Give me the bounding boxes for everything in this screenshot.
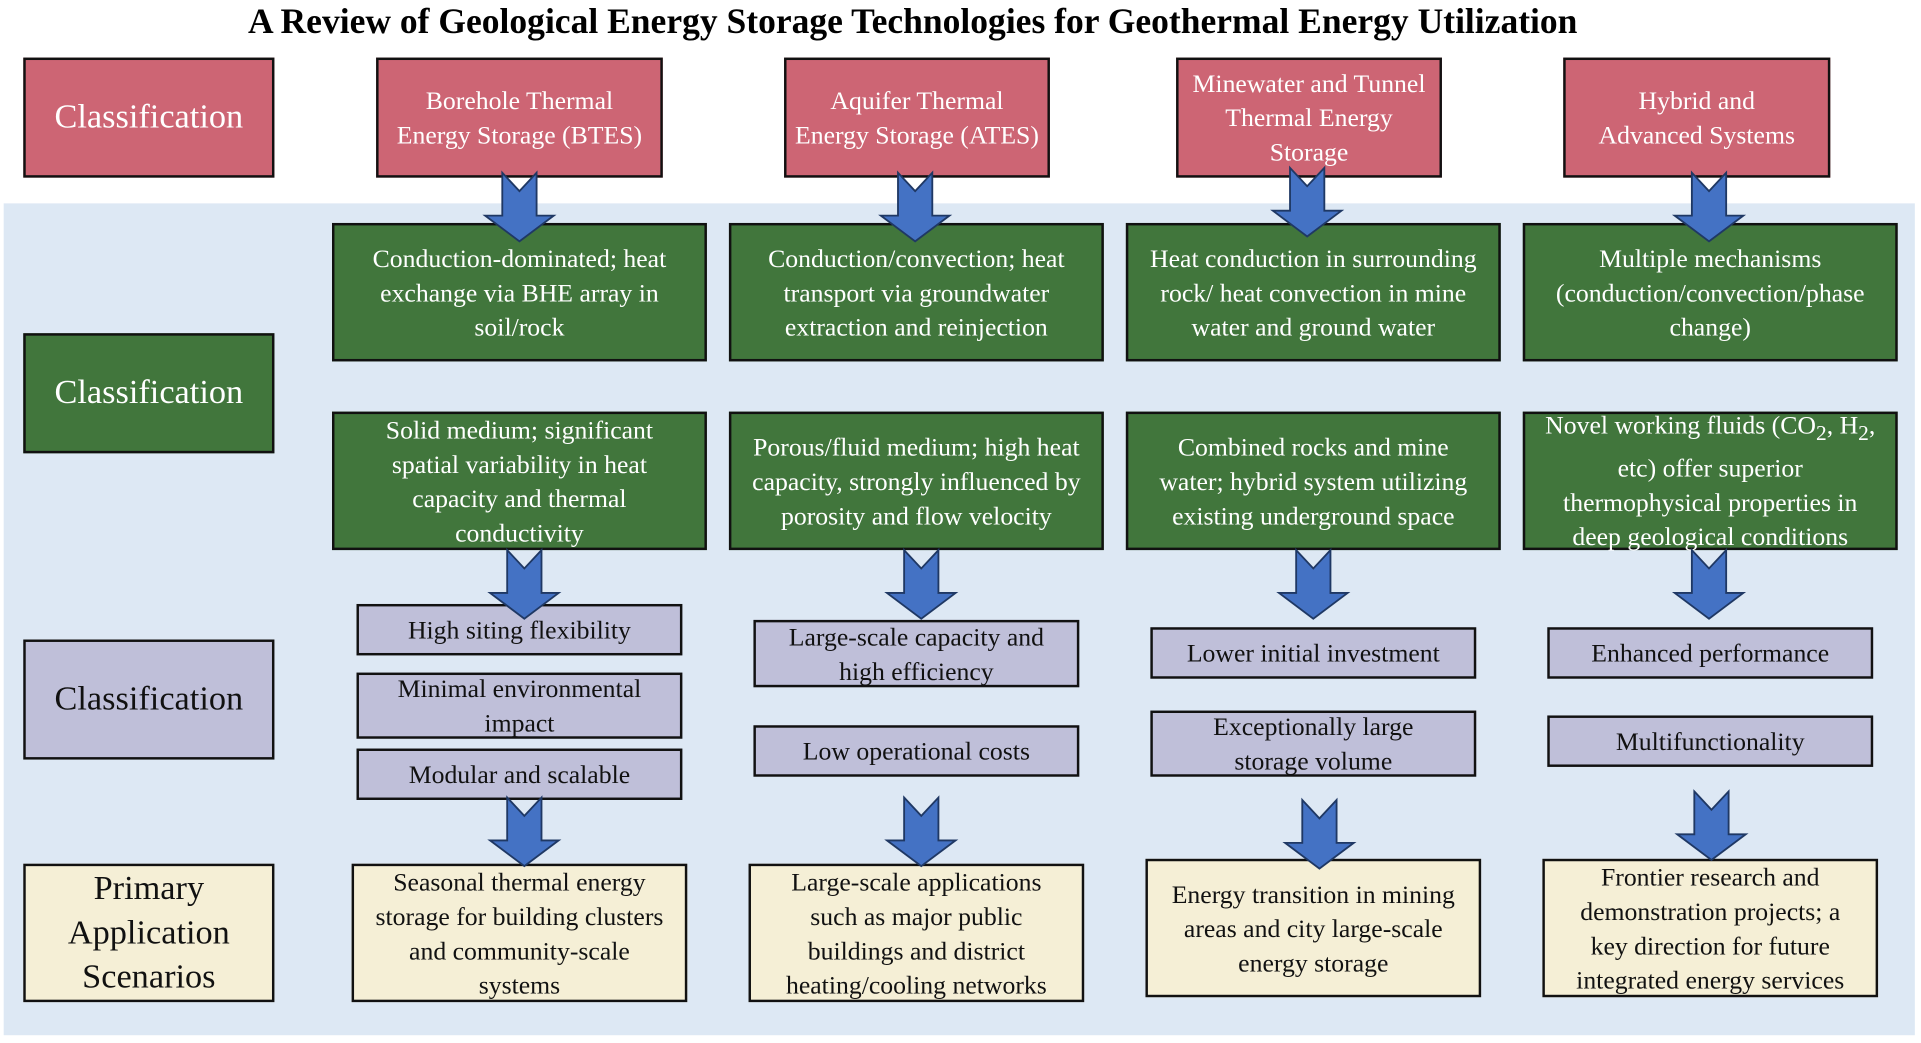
arrow-shape <box>1671 170 1747 243</box>
advantage-box: Minimal environmental impact <box>356 672 683 739</box>
down-arrow-icon <box>1671 170 1747 243</box>
arrow-shape <box>878 170 953 243</box>
medium-text-part: Novel working fluids (CO <box>1545 410 1817 441</box>
down-arrow-icon <box>1671 547 1747 620</box>
mechanism-hybrid: Multiple mechanisms (conduction/convecti… <box>1522 222 1898 362</box>
down-arrow-icon <box>1282 797 1357 870</box>
mechanism-text: Conduction/convection; heat transport vi… <box>768 243 1065 342</box>
header-hybrid: Hybrid and Advanced Systems <box>1563 57 1831 178</box>
header-minewater: Minewater and Tunnel Thermal Energy Stor… <box>1176 57 1442 178</box>
medium-text: Porous/fluid medium; high heat capacity,… <box>752 431 1081 530</box>
mechanism-btes: Conduction-dominated; heat exchange via … <box>332 222 707 362</box>
down-arrow-icon <box>1276 547 1351 620</box>
down-arrow-icon <box>487 547 562 620</box>
down-arrow-icon <box>1270 165 1345 238</box>
mechanism-text: Conduction-dominated; heat exchange via … <box>372 243 667 342</box>
arrow-shape <box>1674 789 1749 862</box>
row-label-application: Primary Application Scenarios <box>23 863 275 1003</box>
subscript: 2 <box>1858 420 1869 446</box>
medium-text: Combined rocks and mine water; hybrid sy… <box>1159 431 1468 530</box>
down-arrow-icon <box>884 795 959 868</box>
advantage-box: Lower initial investment <box>1150 627 1477 679</box>
down-arrow-icon <box>884 547 959 620</box>
diagram-title: A Review of Geological Energy Storage Te… <box>247 2 1578 42</box>
header-text: Hybrid and Advanced Systems <box>1598 85 1796 150</box>
row-label-classification-2: Classification <box>23 333 275 454</box>
advantage-text: Multifunctionality <box>1615 726 1805 756</box>
arrow-shape <box>1270 165 1345 238</box>
down-arrow-icon <box>482 170 557 243</box>
arrow-shape <box>482 170 557 243</box>
mechanism-text: Multiple mechanisms (conduction/convecti… <box>1555 243 1865 342</box>
arrow-shape <box>1276 547 1351 620</box>
advantage-box: Exceptionally large storage volume <box>1150 710 1477 777</box>
advantage-box: Multifunctionality <box>1547 715 1874 767</box>
application-hybrid: Frontier research and demonstration proj… <box>1542 858 1879 998</box>
arrow-shape <box>487 795 562 868</box>
advantage-text: Large-scale capacity and high efficiency <box>788 621 1044 686</box>
row-label-text: Classification <box>54 679 244 718</box>
advantage-box: Enhanced performance <box>1547 627 1874 679</box>
down-arrow-icon <box>487 795 562 868</box>
advantage-box: Modular and scalable <box>356 748 683 800</box>
application-text: Energy transition in mining areas and ci… <box>1171 879 1455 978</box>
application-ates: Large-scale applications such as major p… <box>748 863 1085 1003</box>
medium-minewater: Combined rocks and mine water; hybrid sy… <box>1125 411 1501 551</box>
header-ates: Aquifer Thermal Energy Storage (ATES) <box>784 57 1050 178</box>
row-label-text: Primary Application Scenarios <box>67 869 230 996</box>
subscript: 2 <box>1816 420 1827 446</box>
row-label-text: Classification <box>54 373 244 412</box>
medium-text: Solid medium; significant spatial variab… <box>385 414 654 548</box>
advantage-box: Large-scale capacity and high efficiency <box>753 619 1080 688</box>
down-arrow-icon <box>878 170 953 243</box>
medium-btes: Solid medium; significant spatial variab… <box>332 411 707 551</box>
down-arrow-icon <box>1674 789 1749 862</box>
application-text: Frontier research and demonstration proj… <box>1576 861 1845 995</box>
arrow-shape <box>884 795 959 868</box>
advantage-text: Modular and scalable <box>408 759 631 789</box>
medium-text-part: , etc) offer superior thermophysical pro… <box>1563 410 1876 551</box>
mechanism-ates: Conduction/convection; heat transport vi… <box>728 222 1104 362</box>
header-text: Aquifer Thermal Energy Storage (ATES) <box>795 85 1039 150</box>
advantage-text: Minimal environmental impact <box>397 673 642 738</box>
application-btes: Seasonal thermal energy storage for buil… <box>351 863 688 1003</box>
advantage-text: High siting flexibility <box>407 615 631 645</box>
row-label-classification-1: Classification <box>23 57 275 178</box>
application-minewater: Energy transition in mining areas and ci… <box>1145 858 1482 998</box>
mechanism-text: Heat conduction in surrounding rock/ hea… <box>1150 243 1477 342</box>
advantage-box: Low operational costs <box>753 725 1080 777</box>
advantage-text: Lower initial investment <box>1186 638 1440 668</box>
medium-hybrid: Novel working fluids (CO2, H2, etc) offe… <box>1522 411 1898 551</box>
arrow-shape <box>1671 547 1747 620</box>
arrow-shape <box>1282 797 1357 870</box>
medium-ates: Porous/fluid medium; high heat capacity,… <box>728 411 1104 551</box>
medium-text-part: , H <box>1826 410 1859 441</box>
row-label-text: Classification <box>54 98 244 136</box>
advantage-text: Exceptionally large storage volume <box>1213 711 1414 776</box>
header-text: Borehole Thermal Energy Storage (BTES) <box>396 85 643 150</box>
header-btes: Borehole Thermal Energy Storage (BTES) <box>376 57 663 178</box>
medium-text: Novel working fluids (CO2, H2, etc) offe… <box>1540 408 1881 553</box>
row-label-classification-3: Classification <box>23 639 275 760</box>
arrow-shape <box>884 547 959 620</box>
header-text: Minewater and Tunnel Thermal Energy Stor… <box>1192 68 1426 167</box>
application-text: Seasonal thermal energy storage for buil… <box>375 866 664 1000</box>
mechanism-minewater: Heat conduction in surrounding rock/ hea… <box>1125 222 1501 362</box>
advantage-text: Low operational costs <box>802 736 1030 766</box>
arrow-shape <box>487 547 562 620</box>
application-text: Large-scale applications such as major p… <box>785 866 1047 1000</box>
advantage-text: Enhanced performance <box>1591 638 1830 668</box>
